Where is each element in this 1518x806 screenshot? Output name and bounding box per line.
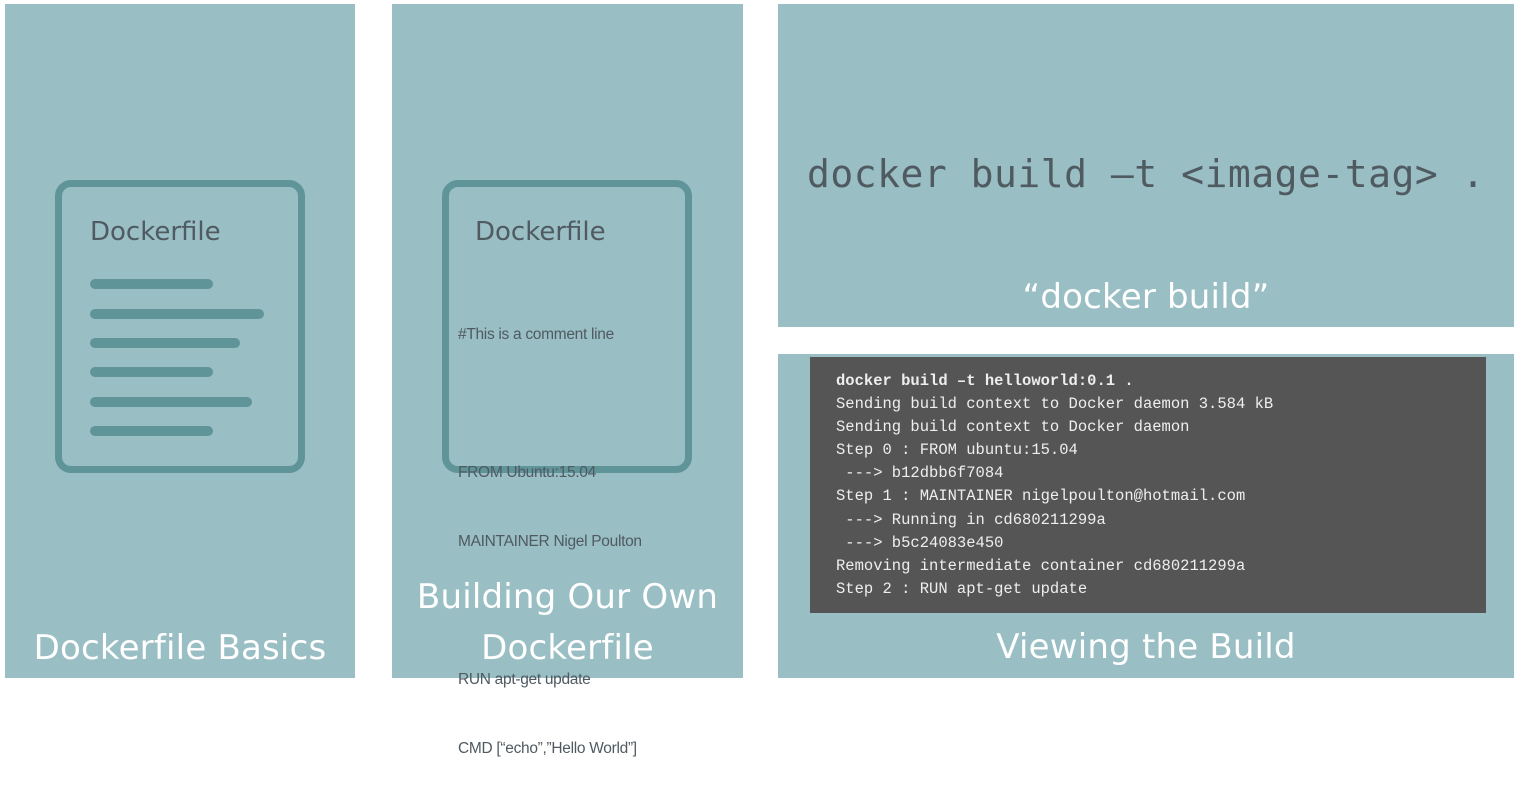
doc-title: Dockerfile [90, 217, 221, 247]
panel-caption: “docker build” [1022, 277, 1270, 317]
panel-caption-line1: Building Our Own [416, 577, 719, 617]
text-line-bar [90, 397, 252, 407]
terminal-line: Removing intermediate container cd680211… [836, 556, 1246, 575]
dockerfile-line: #This is a comment line [458, 326, 614, 343]
dockerfile-contents: #This is a comment line FROM Ubuntu:15.0… [458, 277, 642, 806]
docker-build-command: docker build –t <image-tag> . [807, 152, 1485, 196]
terminal-line: ---> Running in cd680211299a [836, 510, 1106, 529]
terminal-line: docker build –t helloworld:0.1 . [836, 372, 1134, 390]
terminal-output: docker build –t helloworld:0.1 . Sending… [810, 357, 1486, 613]
terminal-line: ---> b12dbb6f7084 [836, 464, 1004, 483]
terminal-line: Step 0 : FROM ubuntu:15.04 [836, 441, 1078, 460]
dockerfile-line: FROM Ubuntu:15.04 [458, 464, 596, 481]
panel-dockerfile-basics: Dockerfile Dockerfile Basics [5, 4, 355, 678]
terminal-line: ---> b5c24083e450 [836, 533, 1004, 552]
text-line-bar [90, 279, 213, 289]
panel-docker-build: docker build –t <image-tag> . “docker bu… [778, 4, 1514, 327]
text-line-bar [90, 338, 240, 348]
document-icon: Dockerfile [55, 180, 305, 473]
panel-caption: Viewing the Build [996, 627, 1296, 667]
terminal-line: Step 1 : MAINTAINER nigelpoulton@hotmail… [836, 487, 1246, 506]
dockerfile-line: MAINTAINER Nigel Poulton [458, 533, 642, 550]
dockerfile-card: Dockerfile #This is a comment line FROM … [442, 180, 692, 757]
panel-building-dockerfile: Dockerfile #This is a comment line FROM … [392, 4, 743, 757]
doc-title: Dockerfile [475, 217, 606, 247]
text-line-bar [90, 367, 213, 377]
terminal-line: Sending build context to Docker daemon [836, 418, 1190, 437]
text-line-bar [90, 426, 213, 436]
terminal-line: Sending build context to Docker daemon 3… [836, 395, 1274, 414]
dockerfile-line: CMD [“echo”,”Hello World”] [458, 740, 637, 757]
panel-viewing-build: docker build –t helloworld:0.1 . Sending… [778, 354, 1514, 678]
dockerfile-line [458, 392, 642, 415]
text-line-bar [90, 309, 264, 319]
terminal-line: Step 2 : RUN apt-get update [836, 579, 1088, 598]
panel-caption: Dockerfile Basics [33, 628, 327, 668]
panel-caption-line2: Dockerfile [481, 628, 654, 668]
